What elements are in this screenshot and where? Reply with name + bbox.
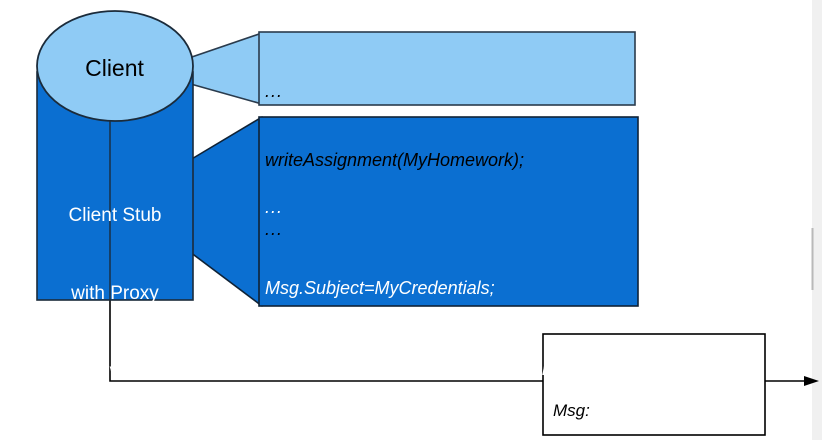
connector-arrowhead-icon [804, 376, 819, 386]
callout-application-line-1: ... [265, 81, 284, 101]
callout-stub-tail [189, 116, 263, 307]
callout-stub-line-2: Msg.Subject=MyCredentials; [265, 278, 495, 298]
callout-application-code: ... writeAssignment(MyHomework); ... [265, 34, 627, 287]
callout-application-line-2: writeAssignment(MyHomework); [265, 150, 525, 170]
callout-application-line-3: ... [265, 219, 284, 239]
callout-stub-line-3: Msg.Method_Id=writeAssignment_Id; [265, 359, 562, 379]
connector-line-left [109, 300, 543, 382]
message-box-row-1: Msg: MyCredentials [553, 397, 763, 440]
callout-stub-line-1: ... [265, 197, 284, 217]
client-cylinder-cap [36, 10, 194, 122]
page-edge-strip [812, 0, 822, 440]
client-stub-label-line-3: (here without [60, 361, 170, 382]
callout-stub-box [258, 116, 639, 307]
callout-stub-code: ... Msg.Subject=MyCredentials; Msg.Metho… [265, 140, 631, 440]
client-stub-label-line-1: Client Stub [68, 205, 162, 226]
message-box-content: Msg: MyCredentials writeAssignment_Id My… [553, 341, 763, 440]
client-node-title: Client [85, 55, 144, 81]
message-box-label: Msg: [553, 401, 590, 420]
client-stub-label-line-2: with Proxy [71, 283, 159, 304]
message-box-frame [542, 333, 766, 436]
callout-application-box [258, 31, 636, 106]
client-stub-label: Client Stub with Proxy (here without PEP… [30, 151, 200, 440]
